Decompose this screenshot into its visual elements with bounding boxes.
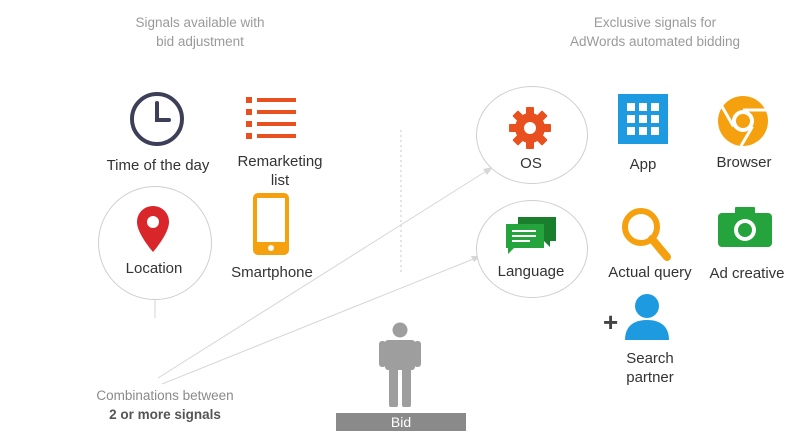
location-label: Location bbox=[125, 260, 183, 277]
search-partner-label: Search partner bbox=[626, 350, 674, 386]
right-header: Exclusive signals for AdWords automated … bbox=[569, 15, 741, 49]
chrome-icon bbox=[718, 96, 768, 147]
map-pin-icon bbox=[137, 206, 169, 252]
actual-query-label: Actual query bbox=[608, 264, 692, 281]
combinations-emphasis: 2 or more signals bbox=[109, 407, 221, 422]
arrow-line-language bbox=[161, 257, 477, 385]
app-label: App bbox=[629, 156, 657, 173]
remarketing-list-label: Remarketing list bbox=[237, 153, 323, 189]
arrow-head-os bbox=[483, 167, 493, 175]
list-icon bbox=[246, 97, 296, 139]
bid-person-icon bbox=[379, 322, 421, 407]
bid-bar bbox=[336, 413, 466, 431]
ad-creative-label: Ad creative bbox=[709, 265, 785, 282]
language-circle bbox=[476, 200, 588, 298]
browser-label: Browser bbox=[716, 154, 772, 171]
person-icon bbox=[625, 294, 669, 340]
chat-icon bbox=[506, 217, 556, 254]
camera-icon bbox=[718, 207, 772, 247]
left-header: Signals available with bid adjustment bbox=[135, 15, 265, 49]
arrow-line-os bbox=[157, 169, 489, 379]
gear-icon bbox=[509, 107, 551, 149]
smartphone-label: Smartphone bbox=[231, 264, 313, 281]
magnifier-icon bbox=[622, 208, 671, 261]
bid-label: Bid bbox=[390, 414, 412, 430]
app-grid-icon bbox=[618, 94, 668, 144]
clock-icon bbox=[130, 92, 184, 146]
combinations-note: Combinations between 2 or more signals bbox=[96, 388, 234, 422]
plus-sign: + bbox=[603, 307, 619, 337]
smartphone-icon bbox=[253, 193, 289, 255]
language-label: Language bbox=[497, 263, 565, 280]
time-of-day-label: Time of the day bbox=[106, 157, 210, 174]
os-label: OS bbox=[520, 155, 542, 172]
